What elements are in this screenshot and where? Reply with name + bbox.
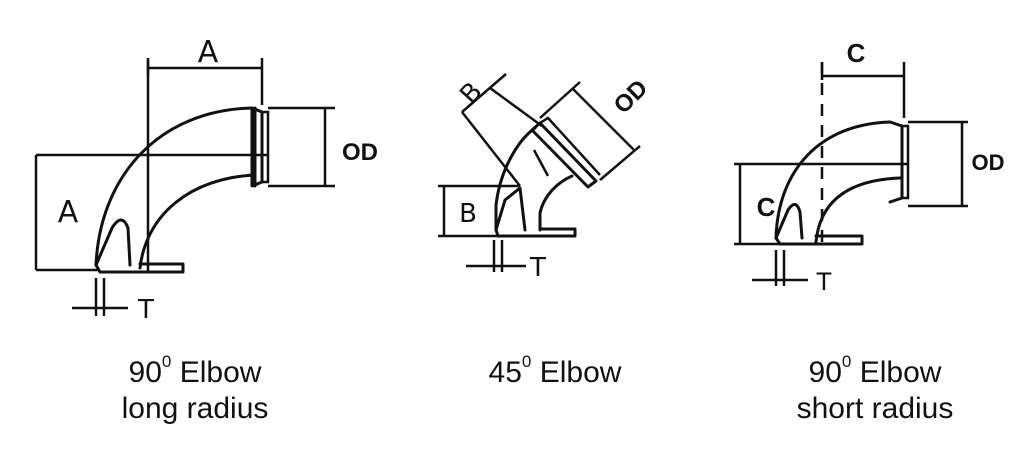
elbow45-bevel-left [494, 186, 527, 232]
caption-long-degree: 0 [161, 352, 172, 371]
elbow45-dim-od-ext-bottom [599, 145, 641, 181]
short-elbow-bevel-left [774, 203, 804, 240]
caption-short-line1: 900 Elbow [760, 348, 990, 391]
elbow45-dim-b-diag-ext [489, 86, 543, 128]
elbow45-dim-b-side-label: B [459, 199, 477, 229]
long-elbow-right-end [250, 106, 264, 188]
elbow-90-short-radius: C C OD T [734, 38, 1005, 296]
caption-short-radius: 900 Elbow short radius [760, 348, 990, 427]
short-elbow-right-bevel [902, 124, 910, 200]
elbow45-dim-od-label: OD [609, 75, 654, 120]
elbow45-dim-b-diag-ext2 [461, 111, 521, 187]
caption-45-angle: 45 [488, 356, 522, 389]
caption-short-word: Elbow [859, 356, 942, 389]
caption-long-word: Elbow [179, 356, 262, 389]
long-dim-od-label: OD [342, 139, 378, 166]
short-elbow-inner-arc [814, 176, 902, 244]
caption-long-radius: 900 Elbow long radius [80, 348, 310, 427]
long-dim-t-label: T [137, 295, 154, 325]
caption-45-word: Elbow [539, 356, 622, 389]
caption-short-line2: short radius [796, 392, 954, 425]
short-elbow-bottom-end [774, 234, 864, 246]
elbow45-dim-b-diag-line [461, 73, 507, 113]
short-dim-c-side-label: C [757, 192, 776, 222]
caption-long-angle: 90 [128, 356, 162, 389]
long-dim-a-side-label: A [58, 195, 79, 230]
long-dim-a-top-label: A [198, 35, 219, 70]
short-dim-t-label: T [816, 268, 832, 296]
elbow45-dim-od-ext-top [539, 81, 581, 119]
short-elbow-right-end [888, 120, 904, 204]
long-elbow-right-bevel [262, 110, 270, 184]
caption-45-line1: 450 Elbow [440, 348, 670, 391]
short-dim-c-top-label: C [847, 38, 866, 68]
elbow45-dim-od-line [571, 87, 635, 151]
elbow45-inner-arc [538, 174, 574, 232]
elbow45-inner-seam [532, 149, 550, 177]
caption-45-degree: 0 [521, 352, 532, 371]
elbow45-bottom-end [494, 227, 577, 238]
caption-short-angle: 90 [808, 356, 842, 389]
long-elbow-inner-arc [138, 173, 257, 270]
caption-short-degree: 0 [841, 352, 852, 371]
caption-long-line2: long radius [121, 392, 269, 425]
elbow45-dim-b-top-label: B [454, 77, 488, 110]
elbow45-outer-arc [494, 126, 537, 232]
elbow-90-long-radius: A A OD T [34, 35, 378, 325]
elbow45-top-bevel [539, 116, 601, 176]
long-elbow-bevel-left [94, 218, 132, 267]
long-elbow-outer-arc [94, 106, 254, 267]
short-elbow-outer-arc [774, 120, 892, 240]
caption-long-line1: 900 Elbow [80, 348, 310, 391]
short-dim-od-label: OD [972, 150, 1005, 175]
caption-45: 450 Elbow [440, 348, 670, 391]
elbow-45: B B OD T [438, 73, 654, 283]
elbow45-top-end [530, 121, 598, 189]
elbow45-dim-t-label: T [529, 253, 546, 283]
